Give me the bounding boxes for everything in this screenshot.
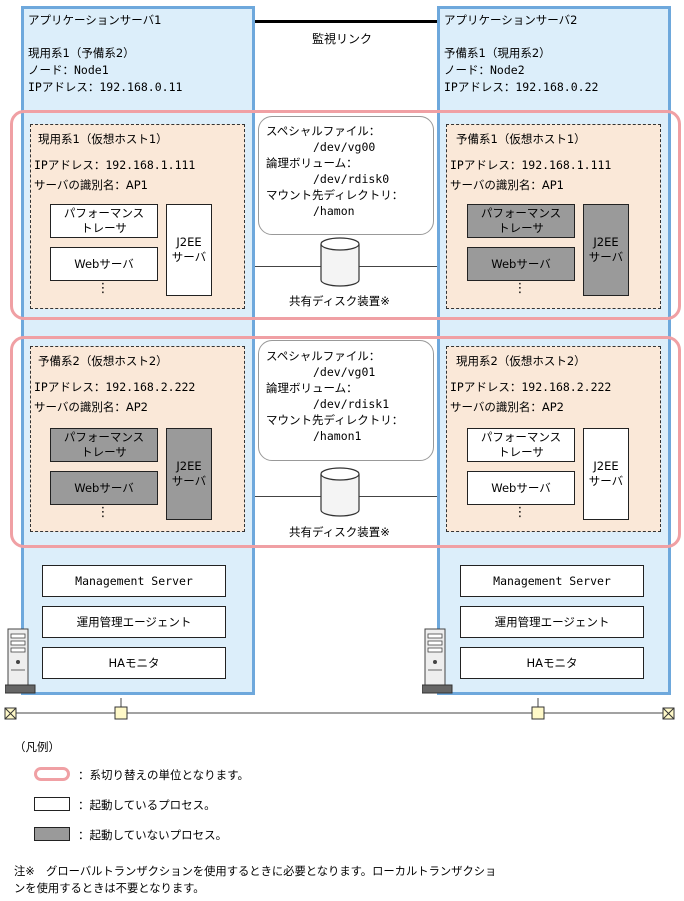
special-file-label: スペシャルファイル： <box>266 124 381 138</box>
legend-title: （凡例） <box>14 740 60 754</box>
legend-running-text: ：起動しているプロセス。 <box>78 798 216 812</box>
perf-label-2: トレーサ <box>81 445 127 459</box>
agent-box: 運用管理エージェント <box>460 606 644 638</box>
special-file-value: /dev/vg00 <box>313 140 376 154</box>
server1-role: 現用系1（予備系2） <box>28 46 135 60</box>
host-s1-bot-id: サーバの識別名：AP2 <box>34 400 149 414</box>
special-file-label: スペシャルファイル： <box>266 349 381 363</box>
performance-tracer-process: パフォーマンス トレーサ <box>50 428 158 462</box>
logical-volume-value: /dev/rdisk0 <box>313 172 390 186</box>
shared-disk-label: 共有ディスク装置※ <box>289 294 390 308</box>
logical-volume-label: 論理ボリューム： <box>266 381 358 395</box>
server2-ip: IPアドレス：192.168.0.22 <box>444 80 599 94</box>
server-machine-icon <box>422 628 453 694</box>
management-server-box: Management Server <box>42 565 226 597</box>
management-server-box: Management Server <box>460 565 644 597</box>
monitor-link-line <box>255 20 437 23</box>
server2-role: 予備系1（現用系2） <box>444 46 551 60</box>
more-processes: ⋮ <box>96 281 110 296</box>
shared-disk-label: 共有ディスク装置※ <box>289 525 390 539</box>
ha-monitor-box: HAモニタ <box>42 647 226 679</box>
logical-volume-label: 論理ボリューム： <box>266 156 358 170</box>
j2ee-label-2: サーバ <box>171 474 207 488</box>
server2-title: アプリケーションサーバ2 <box>444 13 578 27</box>
network-bus <box>4 698 675 720</box>
mount-dir-label: マウント先ディレクトリ： <box>266 188 404 202</box>
server1-ip: IPアドレス：192.168.0.11 <box>28 80 183 94</box>
web-server-process: Webサーバ <box>467 247 575 281</box>
host-s2-bot-title: 現用系2（仮想ホスト2） <box>456 354 586 368</box>
host-s2-top-title: 予備系1（仮想ホスト1） <box>456 132 586 146</box>
perf-label-1: パフォーマンス <box>480 206 562 220</box>
disk-info-bottom <box>258 340 434 461</box>
performance-tracer-process: パフォーマンス トレーサ <box>467 428 575 462</box>
web-server-process: Webサーバ <box>50 471 158 505</box>
perf-label-1: パフォーマンス <box>63 430 145 444</box>
host-s2-top-ip: IPアドレス：192.168.1.111 <box>450 158 612 172</box>
special-file-value: /dev/vg01 <box>313 365 376 379</box>
server-machine-icon <box>5 628 36 694</box>
legend-unit-text: ：系切り替えの単位となります。 <box>78 768 250 782</box>
more-processes: ⋮ <box>513 505 527 520</box>
legend-running-swatch <box>34 797 70 811</box>
shared-disk-icon <box>320 467 360 517</box>
host-s1-top-id: サーバの識別名：AP1 <box>34 178 149 192</box>
logical-volume-value: /dev/rdisk1 <box>313 397 390 411</box>
server1-title: アプリケーションサーバ1 <box>28 13 162 27</box>
host-s2-bot-id: サーバの識別名：AP2 <box>450 400 565 414</box>
j2ee-server-process: J2EE サーバ <box>583 428 629 520</box>
footnote-line-2: ンを使用するときは不要となります。 <box>14 882 205 895</box>
j2ee-label-1: J2EE <box>176 235 202 249</box>
j2ee-label-2: サーバ <box>588 250 624 264</box>
terminator-icon <box>662 707 675 720</box>
terminator-icon <box>4 707 17 720</box>
perf-label-2: トレーサ <box>498 445 544 459</box>
host-s2-bot-ip: IPアドレス：192.168.2.222 <box>450 380 612 394</box>
legend-stopped-swatch <box>34 827 70 841</box>
switchover-unit-1 <box>10 110 681 320</box>
j2ee-server-process: J2EE サーバ <box>166 204 212 296</box>
mount-dir-value: /hamon <box>313 204 355 218</box>
host-s1-top-ip: IPアドレス：192.168.1.111 <box>34 158 196 172</box>
performance-tracer-process: パフォーマンス トレーサ <box>50 204 158 238</box>
server1-node: ノード：Node1 <box>28 63 109 77</box>
switchover-unit-2 <box>10 336 681 548</box>
performance-tracer-process: パフォーマンス トレーサ <box>467 204 575 238</box>
j2ee-label-2: サーバ <box>588 474 624 488</box>
host-s1-bot-ip: IPアドレス：192.168.2.222 <box>34 380 196 394</box>
mount-dir-label: マウント先ディレクトリ： <box>266 413 404 427</box>
web-server-process: Webサーバ <box>467 471 575 505</box>
more-processes: ⋮ <box>513 281 527 296</box>
monitor-link-label: 監視リンク <box>312 32 373 46</box>
host-s1-bot-title: 予備系2（仮想ホスト2） <box>38 354 168 368</box>
perf-label-1: パフォーマンス <box>63 206 145 220</box>
j2ee-label-1: J2EE <box>593 235 619 249</box>
legend-stopped-text: ：起動していないプロセス。 <box>78 828 228 842</box>
server2-node: ノード：Node2 <box>444 63 525 77</box>
j2ee-label-1: J2EE <box>176 459 202 473</box>
web-server-process: Webサーバ <box>50 247 158 281</box>
ha-monitor-box: HAモニタ <box>460 647 644 679</box>
perf-label-2: トレーサ <box>81 221 127 235</box>
legend-unit-swatch <box>34 767 70 781</box>
mount-dir-value: /hamon1 <box>313 429 362 443</box>
agent-box: 運用管理エージェント <box>42 606 226 638</box>
disk-info-top <box>258 116 434 235</box>
j2ee-label-1: J2EE <box>593 459 619 473</box>
j2ee-server-process: J2EE サーバ <box>166 428 212 520</box>
more-processes: ⋮ <box>96 505 110 520</box>
footnote-line-1: 注※ グローバルトランザクションを使用するときに必要となります。ローカルトランザ… <box>14 865 497 878</box>
host-s1-top-title: 現用系1（仮想ホスト1） <box>38 132 168 146</box>
shared-disk-icon <box>320 237 360 287</box>
perf-label-2: トレーサ <box>498 221 544 235</box>
perf-label-1: パフォーマンス <box>480 430 562 444</box>
host-s2-top-id: サーバの識別名：AP1 <box>450 178 565 192</box>
j2ee-label-2: サーバ <box>171 250 207 264</box>
j2ee-server-process: J2EE サーバ <box>583 204 629 296</box>
